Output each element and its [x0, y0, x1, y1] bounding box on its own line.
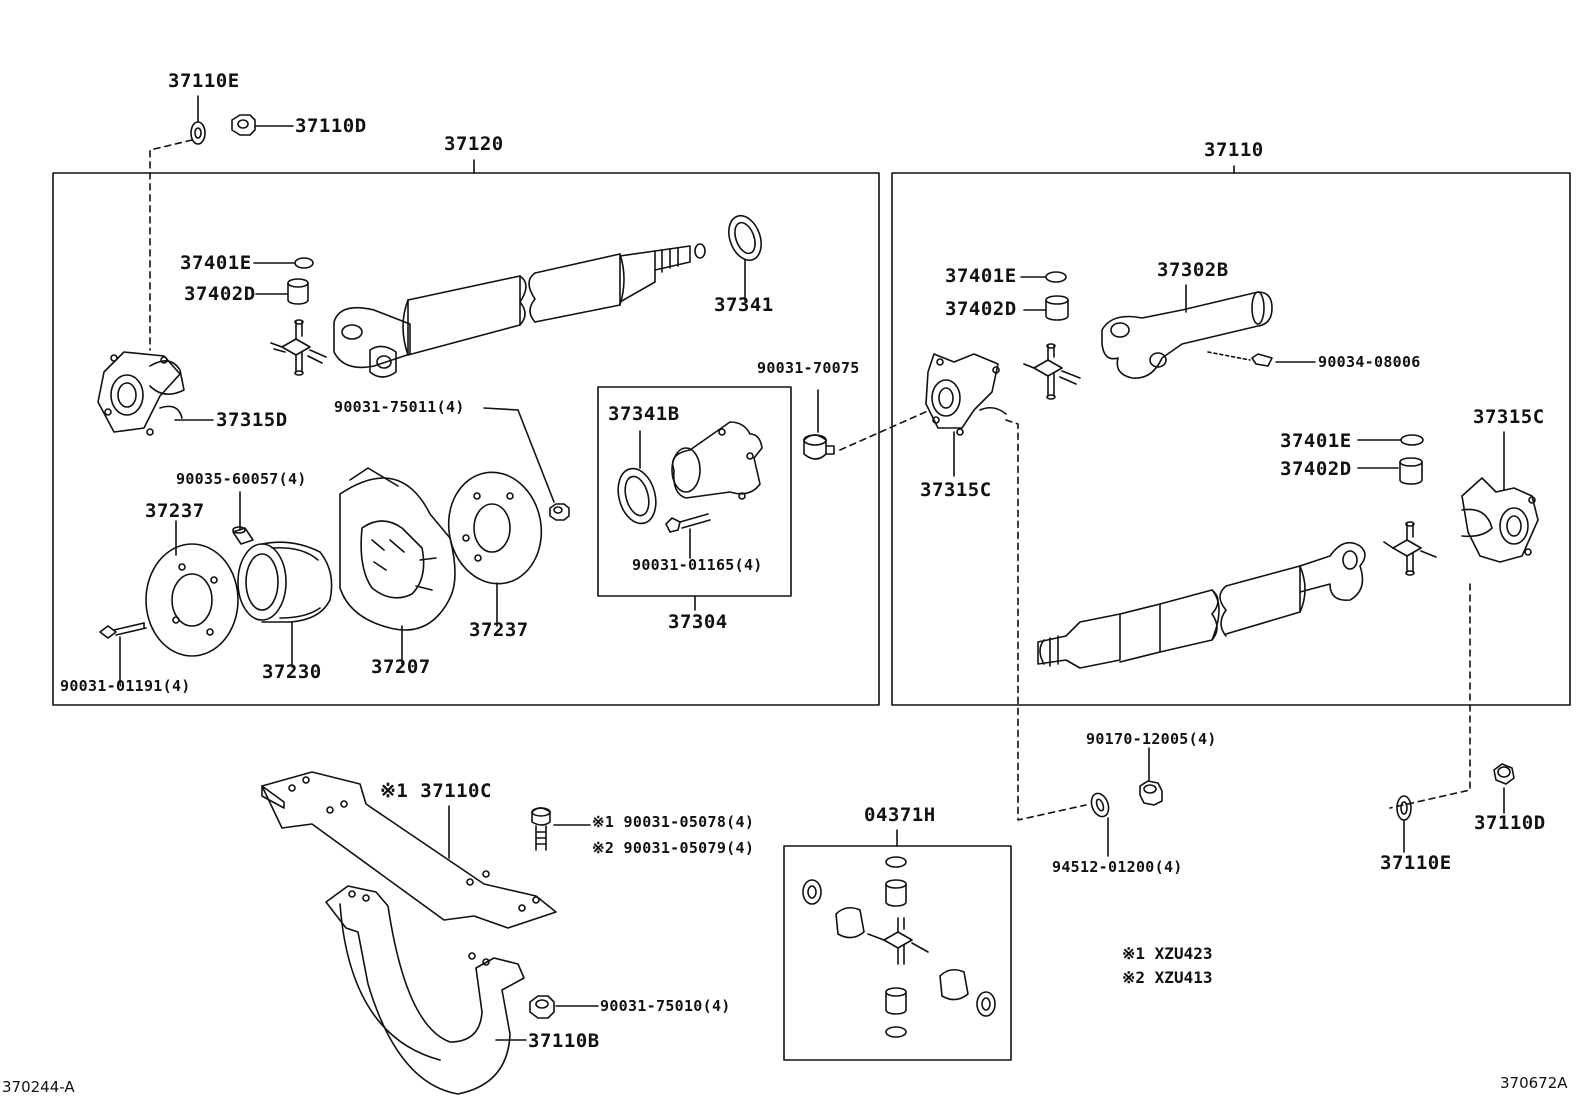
label-37207: 37207	[371, 656, 431, 678]
label-04371H: 04371H	[864, 804, 936, 826]
label-37315C-mid: 37315C	[920, 479, 992, 501]
label-37401E-right2: 37401E	[1280, 430, 1352, 452]
plate-37237-left	[145, 543, 239, 657]
label-37341: 37341	[714, 294, 774, 316]
washer-94512-01200	[1090, 792, 1110, 818]
nut-90170-12005	[1139, 780, 1163, 806]
flange-yoke-37315C-right	[1461, 477, 1539, 563]
bearing-cup-37402D-left	[287, 278, 309, 305]
shaft-37110	[1037, 541, 1366, 669]
label-37402D-left: 37402D	[184, 283, 256, 305]
label-90031-05079: ※2 90031-05079(4)	[592, 839, 755, 857]
label-90031-70075: 90031-70075	[757, 359, 860, 377]
label-37401E-right: 37401E	[945, 265, 1017, 287]
label-90031-01165: 90031-01165(4)	[632, 556, 763, 574]
label-37401E-left: 37401E	[180, 252, 252, 274]
label-37110D-bottom: 37110D	[1474, 812, 1546, 834]
nut-37110D-top	[231, 114, 256, 136]
flange-37304	[671, 421, 763, 500]
ref-code-left: 370244-A	[2, 1078, 75, 1096]
label-37230: 37230	[262, 661, 322, 683]
ref-code-right: 370672A	[1500, 1074, 1568, 1092]
nut-90031-75011	[549, 503, 570, 521]
label-90031-75010: 90031-75010(4)	[600, 997, 731, 1015]
label-37315C-right: 37315C	[1473, 406, 1545, 428]
grease-fitting-90034-08006	[1207, 351, 1273, 367]
label-37110C: ※1 37110C	[380, 780, 492, 802]
note-2: ※2 XZU413	[1122, 968, 1213, 987]
bearing-cup-37402D-right	[1045, 295, 1069, 321]
group-box-37120	[52, 172, 880, 706]
plug-90031-70075	[803, 434, 835, 460]
label-94512-01200: 94512-01200(4)	[1052, 858, 1183, 876]
washer-37110E-bottom	[1396, 795, 1412, 821]
seal-37341	[728, 214, 762, 262]
label-90034-08006: 90034-08006	[1318, 353, 1421, 371]
washer-37110E-top	[190, 121, 206, 145]
label-37110E-top: 37110E	[168, 70, 240, 92]
bearing-37230	[237, 541, 333, 623]
label-37110E-bottom: 37110E	[1380, 852, 1452, 874]
nut-37110D-bottom	[1493, 763, 1515, 785]
nut-90031-75010	[529, 995, 555, 1019]
flange-yoke-37315D	[97, 351, 185, 436]
label-37341B: 37341B	[608, 403, 680, 425]
bolt-90031-01191	[99, 622, 147, 639]
bolt-90031-05078	[531, 807, 551, 851]
label-37304: 37304	[668, 611, 728, 633]
label-90031-05078: ※1 90031-05078(4)	[592, 813, 755, 831]
label-37110B: 37110B	[528, 1030, 600, 1052]
label-90035-60057: 90035-60057(4)	[176, 470, 307, 488]
label-37315D: 37315D	[216, 409, 288, 431]
label-37120: 37120	[444, 133, 504, 155]
cushion-37207	[339, 467, 456, 631]
label-37237-right: 37237	[469, 619, 529, 641]
kit-04371H-parts	[802, 856, 996, 1038]
label-90031-01191: 90031-01191(4)	[60, 677, 191, 695]
label-90031-75011: 90031-75011(4)	[334, 398, 465, 416]
bolt-90031-01165	[665, 513, 711, 533]
seal-37341B	[617, 467, 657, 525]
spider-right2	[1383, 521, 1437, 576]
label-37237-left: 37237	[145, 500, 205, 522]
snap-ring-37401E-right2	[1400, 434, 1424, 446]
spider-left	[270, 319, 327, 376]
label-37402D-right2: 37402D	[1280, 458, 1352, 480]
label-37402D-right: 37402D	[945, 298, 1017, 320]
note-1: ※1 XZU423	[1122, 944, 1213, 963]
snap-ring-37401E-right	[1045, 271, 1067, 283]
snap-ring-37401E-left	[294, 257, 314, 269]
pin-90035-60057	[232, 526, 254, 545]
bearing-cup-37402D-right2	[1399, 457, 1423, 485]
label-90170-12005: 90170-12005(4)	[1086, 730, 1217, 748]
group-box-37110	[891, 172, 1571, 706]
bracket-37110C	[261, 771, 557, 929]
label-37302B: 37302B	[1157, 259, 1229, 281]
label-37110: 37110	[1204, 139, 1264, 161]
flange-yoke-37315C-mid	[925, 353, 1007, 436]
plate-37237-right	[447, 471, 543, 585]
shaft-37120	[333, 243, 706, 378]
strap-37110B	[325, 885, 525, 1095]
yoke-37302B	[1101, 291, 1273, 379]
spider-right	[1023, 343, 1081, 400]
label-37110D-top: 37110D	[295, 115, 367, 137]
